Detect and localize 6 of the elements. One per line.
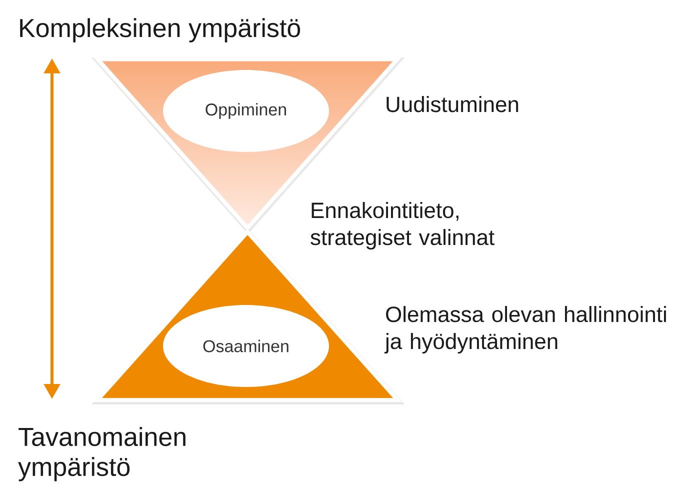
scale-label: Tavanomainen ympäristö [18, 427, 186, 482]
node-label: Osaaminen [203, 340, 288, 352]
side-label: Olemassa olevan hallinnointi ja hyödyntäminen [384, 306, 666, 354]
text-label: Ennakointitieto, strategiset valinnat [310, 202, 494, 250]
scale-label: Kompleksinen ympäristö [20, 18, 300, 42]
side-label: Uudistuminen [386, 96, 518, 112]
